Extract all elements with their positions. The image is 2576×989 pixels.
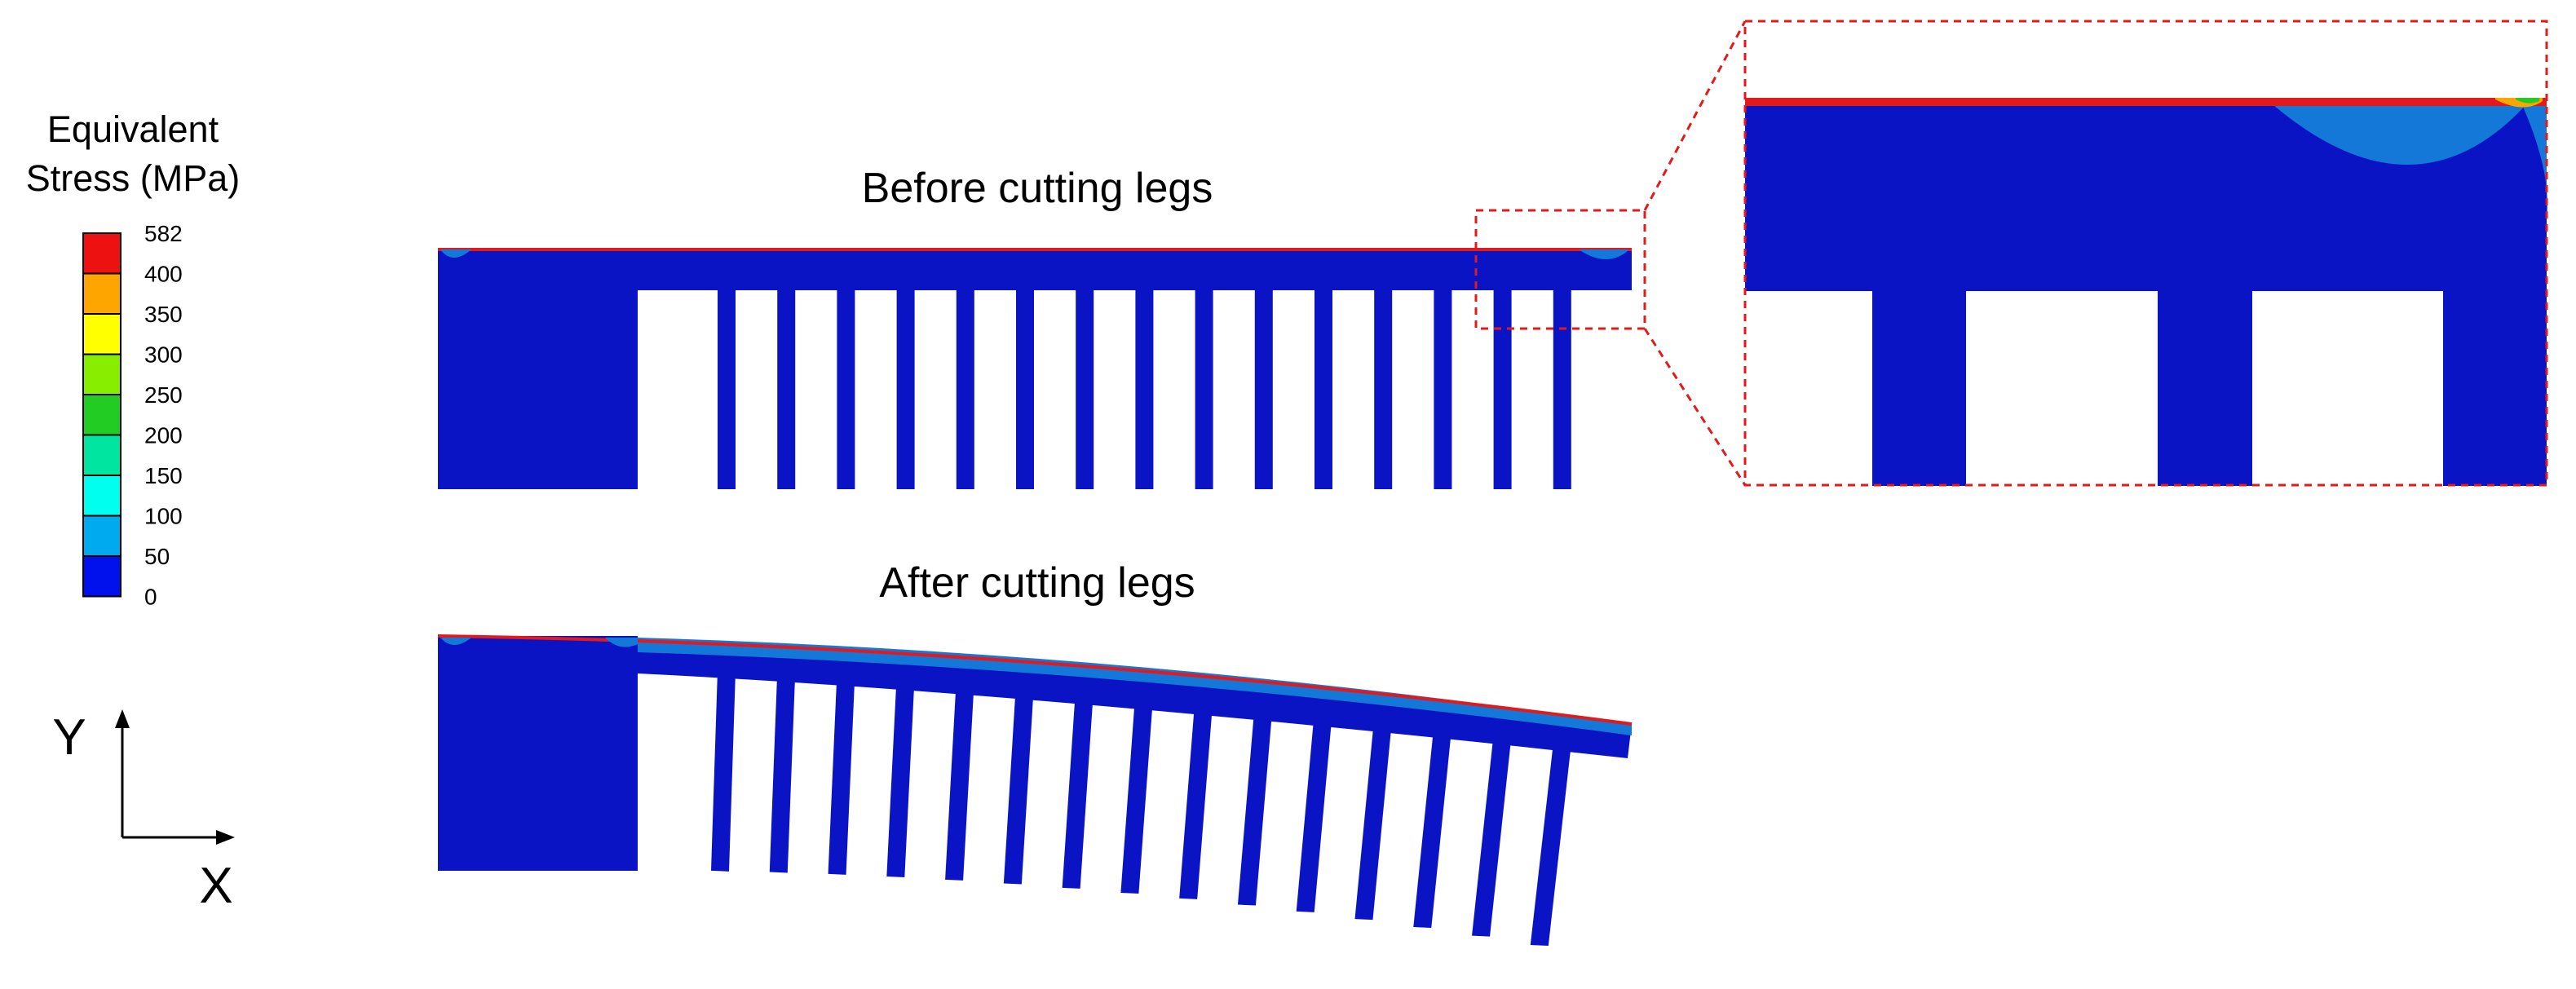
y-axis-label: Y <box>52 709 86 766</box>
legend-tick-label: 50 <box>144 544 170 569</box>
after-legs <box>711 670 1571 946</box>
legend-tick-label: 350 <box>144 302 183 327</box>
after-panel-title: After cutting legs <box>879 559 1195 607</box>
x-axis-label: X <box>199 858 232 914</box>
zoom-frame <box>1743 20 2548 487</box>
after-leg <box>1472 734 1512 937</box>
legend-tick-label: 300 <box>144 342 183 368</box>
before-corner-contour-right <box>1579 249 1629 259</box>
after-corner-contour-base <box>605 638 638 647</box>
before-leg <box>1434 289 1452 489</box>
after-leg <box>945 679 974 881</box>
after-bent-beam <box>438 636 1632 758</box>
before-leg <box>1493 289 1512 489</box>
after-corner-contour-left <box>440 638 471 645</box>
after-leg <box>828 673 855 875</box>
after-leg <box>1003 682 1034 885</box>
x-axis-arrowhead <box>216 830 235 845</box>
before-leg <box>1016 289 1034 489</box>
after-leg <box>1530 743 1571 946</box>
legend-band <box>82 272 122 315</box>
legend-band <box>82 394 122 436</box>
after-structure <box>437 634 1633 946</box>
y-axis-arrowhead <box>115 709 130 728</box>
zoom-stress-contour-arc <box>2267 99 2528 166</box>
legend-band <box>82 232 122 275</box>
zoom-connector-top <box>1643 20 1747 211</box>
after-leg <box>769 672 796 873</box>
after-leg <box>1354 717 1393 921</box>
legend-title-line2: Stress (MPa) <box>26 157 241 199</box>
before-leg <box>1315 289 1332 489</box>
before-leg <box>1076 289 1094 489</box>
before-leg <box>1553 289 1571 489</box>
zoom-surface-edge <box>1745 98 2547 106</box>
before-base-block <box>438 248 638 489</box>
legend-tick-label: 0 <box>144 585 157 610</box>
before-structure <box>438 248 1632 489</box>
after-leg <box>1413 726 1452 928</box>
legend-band <box>82 313 122 355</box>
legend-title-line1: Equivalent <box>47 108 219 150</box>
legend-tick-label: 582 <box>144 221 183 246</box>
before-legs <box>718 289 1571 489</box>
after-leg <box>1237 704 1273 906</box>
legend-band <box>82 514 122 557</box>
stress-legend: Equivalent Stress (MPa) 582 400 350 300 250 2… <box>26 108 241 610</box>
after-panel: After cutting legs <box>437 559 1633 946</box>
zoom-detail <box>1743 20 2548 487</box>
before-leg <box>1135 289 1154 489</box>
legend-band <box>82 434 122 476</box>
before-leg <box>1254 289 1273 489</box>
after-surface-layer <box>638 638 1632 735</box>
legend-tick-label: 100 <box>144 504 183 529</box>
zoom-region-marker <box>1474 209 1646 330</box>
before-leg <box>896 289 915 489</box>
before-leg <box>1195 289 1213 489</box>
legend-color-bands <box>82 232 122 598</box>
axes-indicator: Y X <box>52 709 235 914</box>
zoom-connector-bottom <box>1643 328 1747 486</box>
zoom-hotspot-core <box>2516 98 2539 104</box>
after-leg <box>1062 687 1094 889</box>
legend-band <box>82 475 122 517</box>
before-leg <box>837 289 855 489</box>
before-leg <box>1374 289 1393 489</box>
legend-tick-label: 200 <box>144 423 183 448</box>
after-leg <box>1120 692 1154 894</box>
before-leg <box>718 289 736 489</box>
zoom-leg-3 <box>2443 289 2547 486</box>
before-panel: Before cutting legs <box>438 20 1747 489</box>
before-leg <box>777 289 796 489</box>
after-leg <box>1296 710 1332 912</box>
after-leg <box>711 670 736 872</box>
zoom-leg-2 <box>2158 289 2252 486</box>
legend-band <box>82 353 122 395</box>
after-base-block <box>438 636 638 871</box>
before-leg <box>956 289 974 489</box>
after-leg <box>886 676 915 877</box>
zoom-box-small <box>1474 20 1747 486</box>
before-corner-contour-left <box>440 249 471 258</box>
after-leg <box>1179 697 1213 899</box>
legend-tick-label: 150 <box>144 463 183 488</box>
before-panel-title: Before cutting legs <box>862 165 1213 212</box>
legend-tick-label: 400 <box>144 262 183 287</box>
legend-tick-label: 250 <box>144 382 183 408</box>
zoom-stress-contour-corner <box>2520 99 2548 220</box>
zoom-leg-1 <box>1872 289 1966 486</box>
legend-band <box>82 555 122 598</box>
legend-tick-labels: 582 400 350 300 250 200 150 100 50 0 <box>144 221 183 610</box>
